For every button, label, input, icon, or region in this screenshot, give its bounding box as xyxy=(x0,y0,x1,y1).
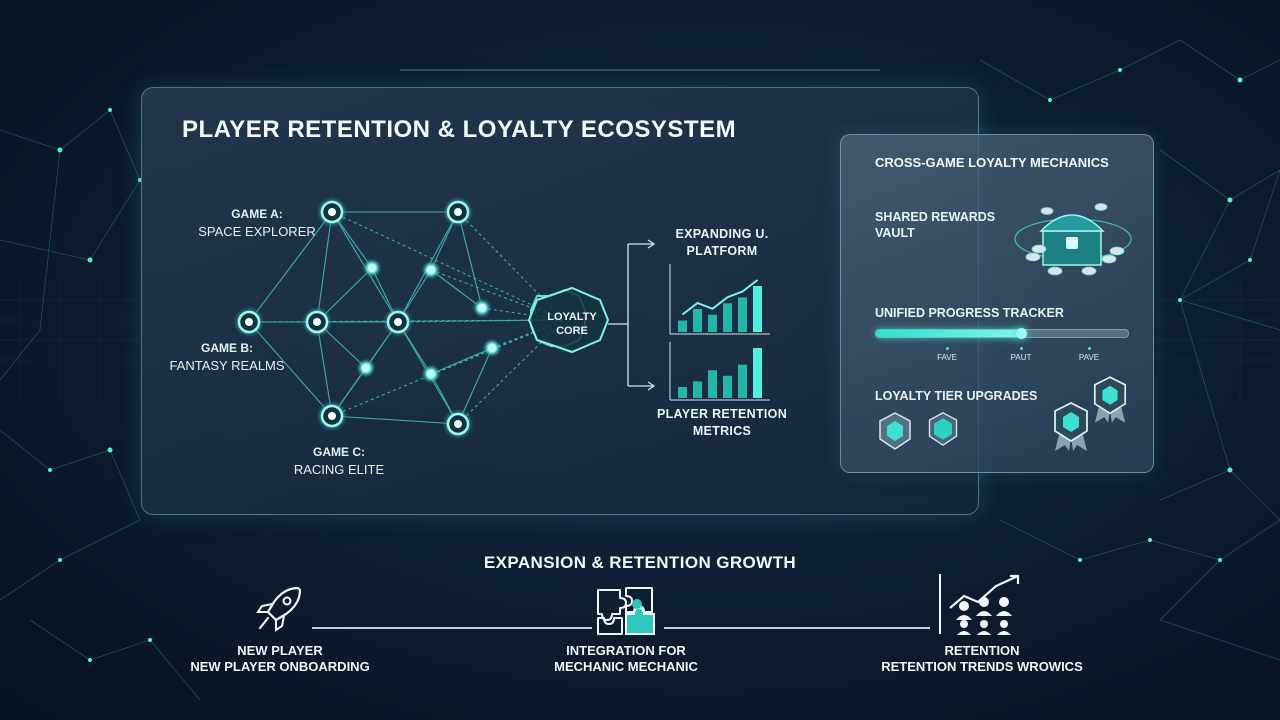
progress-tracker-label: UNIFIED PROGRESS TRACKER xyxy=(875,306,1064,320)
network-node xyxy=(233,306,265,338)
core-link xyxy=(316,319,565,323)
cross-game-panel: CROSS-GAME LOYALTY MECHANICS SHARED REWA… xyxy=(840,134,1154,473)
puzzle-icon xyxy=(597,587,655,635)
network-link xyxy=(457,211,483,309)
progress-fill xyxy=(876,330,1023,337)
core-link xyxy=(331,211,565,321)
chart-1-title: EXPANDING U. PLATFORM xyxy=(675,227,769,258)
badge-icon xyxy=(1093,376,1127,423)
game-network-diagram xyxy=(233,196,770,440)
network-node xyxy=(442,196,474,228)
network-node xyxy=(482,338,502,358)
rocket-icon xyxy=(256,586,302,632)
main-panel: PLAYER RETENTION & LOYALTY ECOSYSTEM xyxy=(141,87,979,515)
step-onboarding-label: NEW PLAYER NEW PLAYER ONBOARDING xyxy=(190,643,370,674)
growth-people-icon xyxy=(939,574,1020,635)
page-title: PLAYER RETENTION & LOYALTY ECOSYSTEM xyxy=(182,116,737,143)
bar-mark xyxy=(693,381,702,398)
unified-progress-bar xyxy=(875,328,1129,339)
network-link xyxy=(430,347,493,375)
chart-connector xyxy=(608,239,656,391)
network-node xyxy=(301,306,333,338)
network-node xyxy=(316,196,348,228)
treasure-chest-icon xyxy=(1014,203,1132,276)
bar-mark xyxy=(708,314,717,332)
network-node xyxy=(472,298,492,318)
badge-icon xyxy=(1054,401,1088,451)
milestone-2: PAUT xyxy=(1001,347,1041,362)
bar-mark xyxy=(708,370,717,398)
game-c-label: GAME C: RACING ELITE xyxy=(293,445,385,477)
network-node xyxy=(316,400,348,432)
core-link xyxy=(481,307,565,321)
bar-mark xyxy=(738,297,747,332)
network-node xyxy=(442,408,474,440)
network-node xyxy=(421,364,441,384)
network-link xyxy=(248,211,333,323)
bottom-section-title: EXPANSION & RETENTION GROWTH xyxy=(483,553,797,572)
network-link xyxy=(316,211,333,323)
network-node xyxy=(362,258,382,278)
network-node xyxy=(382,306,414,338)
game-b-label: GAME B: FANTASY REALMS xyxy=(169,341,285,373)
side-panel-title: CROSS-GAME LOYALTY MECHANICS xyxy=(875,155,1109,170)
core-link xyxy=(457,319,565,425)
trend-line xyxy=(681,279,759,316)
badge-icon xyxy=(928,412,958,447)
bar-mark xyxy=(738,364,747,398)
progress-handle xyxy=(1016,328,1028,339)
timeline-connector-1 xyxy=(312,627,592,629)
bar-mark xyxy=(753,348,762,398)
bar-mark xyxy=(723,303,732,332)
chart-expanding-platform xyxy=(669,264,770,335)
bar-mark xyxy=(723,375,732,398)
chart-player-retention xyxy=(669,342,770,401)
network-link xyxy=(248,321,333,417)
network-node xyxy=(421,260,441,280)
step-integration-label: INTEGRATION FOR MECHANIC MECHANIC xyxy=(554,643,698,674)
network-link xyxy=(430,269,483,309)
game-a-label: GAME A: SPACE EXPLORER xyxy=(198,207,316,239)
milestone-3: PAVE xyxy=(1069,347,1109,362)
loyalty-core-node xyxy=(527,286,610,354)
tier-upgrades-label: LOYALTY TIER UPGRADES xyxy=(875,389,1038,403)
bar-mark xyxy=(753,286,762,332)
loyalty-core-label: LOYALTY CORE xyxy=(547,311,597,337)
timeline-connector-2 xyxy=(664,627,930,629)
step-retention-label: RETENTION RETENTION TRENDS WROWICS xyxy=(881,643,1083,674)
bar-mark xyxy=(678,386,687,398)
chart-2-title: PLAYER RETENTION METRICS xyxy=(656,407,788,438)
vault-label: SHARED REWARDS VAULT xyxy=(875,210,996,240)
bar-mark xyxy=(693,309,702,332)
bar-mark xyxy=(678,320,687,332)
network-node xyxy=(356,358,376,378)
network-link xyxy=(331,415,459,425)
milestone-1: FAVE xyxy=(927,347,967,362)
badge-icon xyxy=(879,412,911,450)
core-link xyxy=(491,319,565,349)
